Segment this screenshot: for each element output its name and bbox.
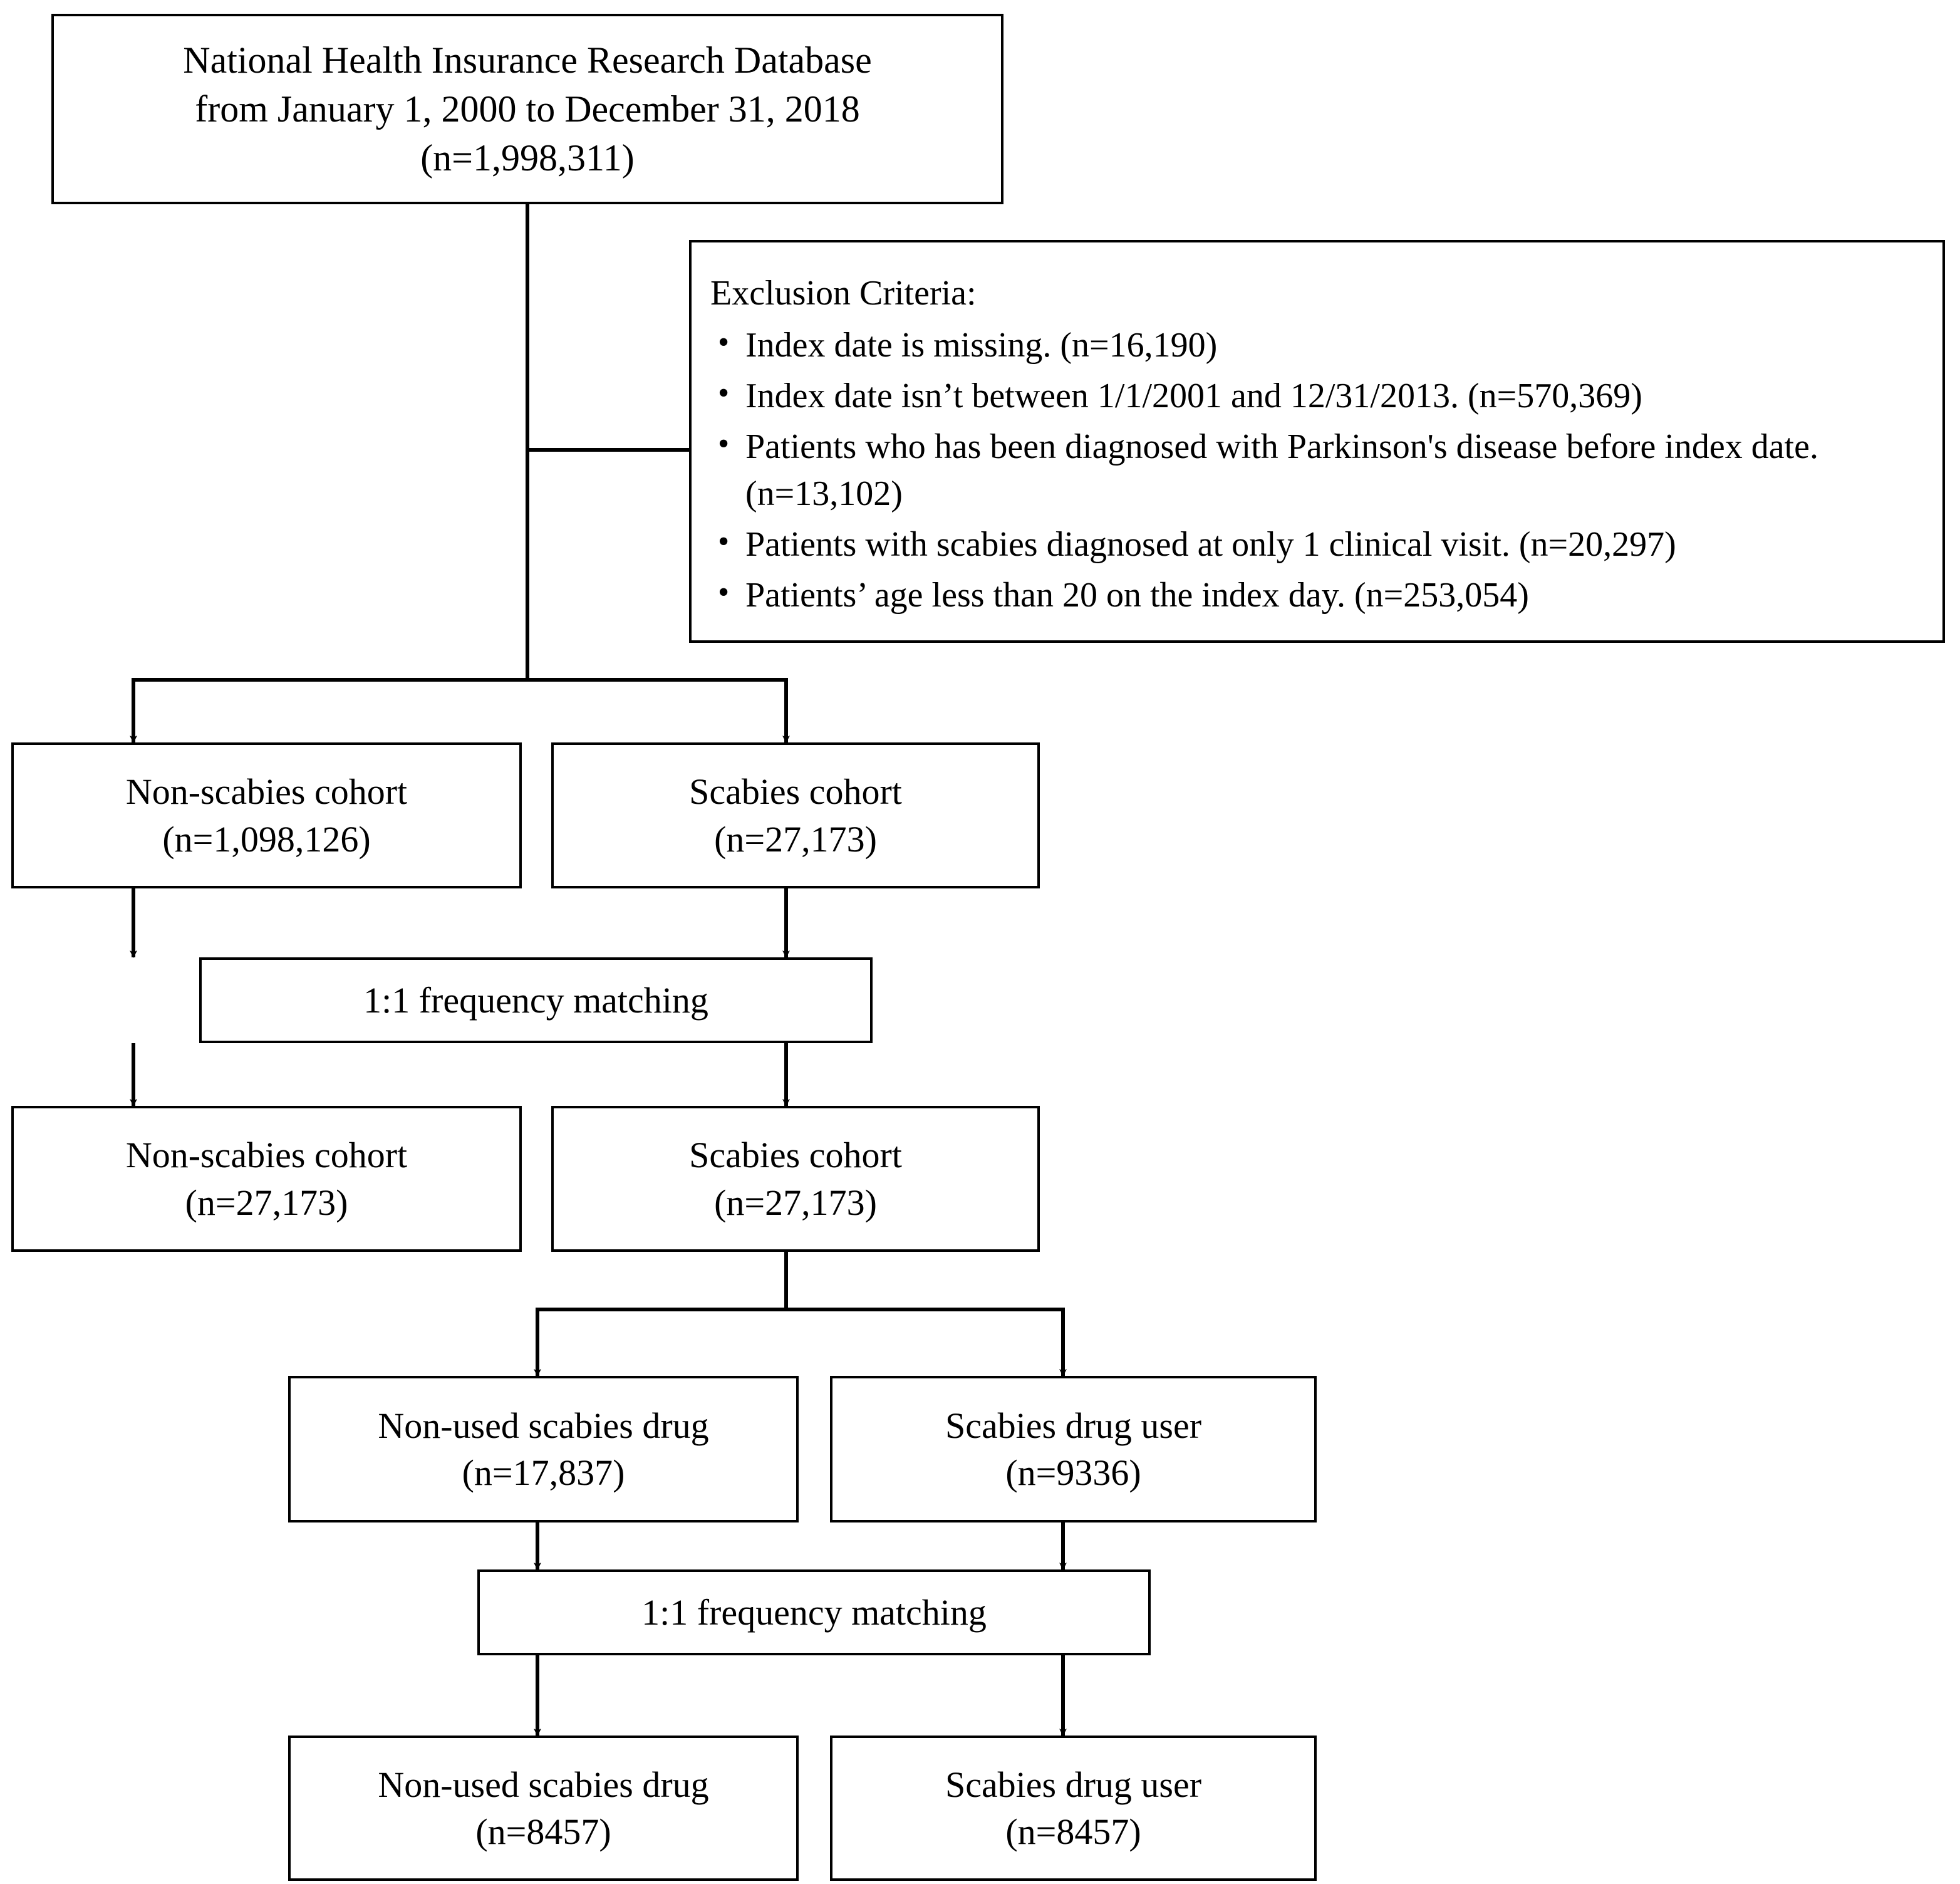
box-label: Non-scabies cohort <box>125 771 408 813</box>
box-count: (n=27,173) <box>714 818 877 860</box>
box-label: 1:1 frequency matching <box>363 979 708 1021</box>
box-label: Non-used scabies drug <box>378 1764 709 1805</box>
box-count: (n=8457) <box>1005 1811 1141 1852</box>
box-count: (n=1,098,126) <box>162 818 371 860</box>
box-label: Non-scabies cohort <box>125 1135 408 1176</box>
frequency-matching-box-1: 1:1 frequency matching <box>199 957 873 1043</box>
bullet-icon: • <box>718 375 730 412</box>
scabies-drug-user-box-1: Scabies drug user (n=9336) <box>830 1376 1317 1522</box>
scabies-cohort-box-2: Scabies cohort (n=27,173) <box>551 1106 1040 1252</box>
box-count: (n=27,173) <box>714 1182 877 1223</box>
exclusion-criteria-box: Exclusion Criteria: • Index date is miss… <box>689 240 1945 643</box>
box-count: (n=17,837) <box>462 1452 625 1493</box>
source-database-box: National Health Insurance Research Datab… <box>51 14 1003 204</box>
source-line-3: (n=1,998,311) <box>420 137 635 179</box>
box-label: Scabies drug user <box>945 1405 1202 1446</box>
box-count: (n=9336) <box>1005 1452 1141 1493</box>
source-line-2: from January 1, 2000 to December 31, 201… <box>195 88 860 130</box>
exclusion-item-text: Patients who has been diagnosed with Par… <box>745 427 1819 514</box>
exclusion-item-text: Patients’ age less than 20 on the index … <box>745 576 1529 615</box>
frequency-matching-box-2: 1:1 frequency matching <box>477 1569 1151 1655</box>
exclusion-heading: Exclusion Criteria: <box>710 274 977 313</box>
exclusion-list: • Index date is missing. (n=16,190) • In… <box>710 322 1926 619</box>
box-label: 1:1 frequency matching <box>641 1591 987 1633</box>
exclusion-item: • Index date is missing. (n=16,190) <box>710 322 1926 369</box>
scabies-cohort-box-1: Scabies cohort (n=27,173) <box>551 742 1040 888</box>
box-count: (n=27,173) <box>185 1182 348 1223</box>
source-line-1: National Health Insurance Research Datab… <box>183 39 872 81</box>
exclusion-item: • Patients who has been diagnosed with P… <box>710 424 1926 518</box>
scabies-drug-user-box-2: Scabies drug user (n=8457) <box>830 1736 1317 1881</box>
exclusion-item-text: Index date isn’t between 1/1/2001 and 12… <box>745 377 1642 416</box>
non-scabies-cohort-box-2: Non-scabies cohort (n=27,173) <box>11 1106 522 1252</box>
box-label: Scabies cohort <box>689 1135 902 1176</box>
exclusion-item: • Patients with scabies diagnosed at onl… <box>710 521 1926 568</box>
exclusion-item-text: Patients with scabies diagnosed at only … <box>745 525 1676 565</box>
box-label: Scabies cohort <box>689 771 902 813</box>
bullet-icon: • <box>718 426 730 462</box>
exclusion-item: • Index date isn’t between 1/1/2001 and … <box>710 373 1926 420</box>
non-used-scabies-drug-box-1: Non-used scabies drug (n=17,837) <box>288 1376 799 1522</box>
exclusion-item-text: Index date is missing. (n=16,190) <box>745 326 1218 365</box>
non-scabies-cohort-box-1: Non-scabies cohort (n=1,098,126) <box>11 742 522 888</box>
box-count: (n=8457) <box>475 1811 611 1852</box>
box-label: Scabies drug user <box>945 1764 1202 1805</box>
bullet-icon: • <box>718 575 730 611</box>
box-label: Non-used scabies drug <box>378 1405 709 1446</box>
exclusion-item: • Patients’ age less than 20 on the inde… <box>710 572 1926 619</box>
non-used-scabies-drug-box-2: Non-used scabies drug (n=8457) <box>288 1736 799 1881</box>
bullet-icon: • <box>718 524 730 560</box>
bullet-icon: • <box>718 325 730 361</box>
